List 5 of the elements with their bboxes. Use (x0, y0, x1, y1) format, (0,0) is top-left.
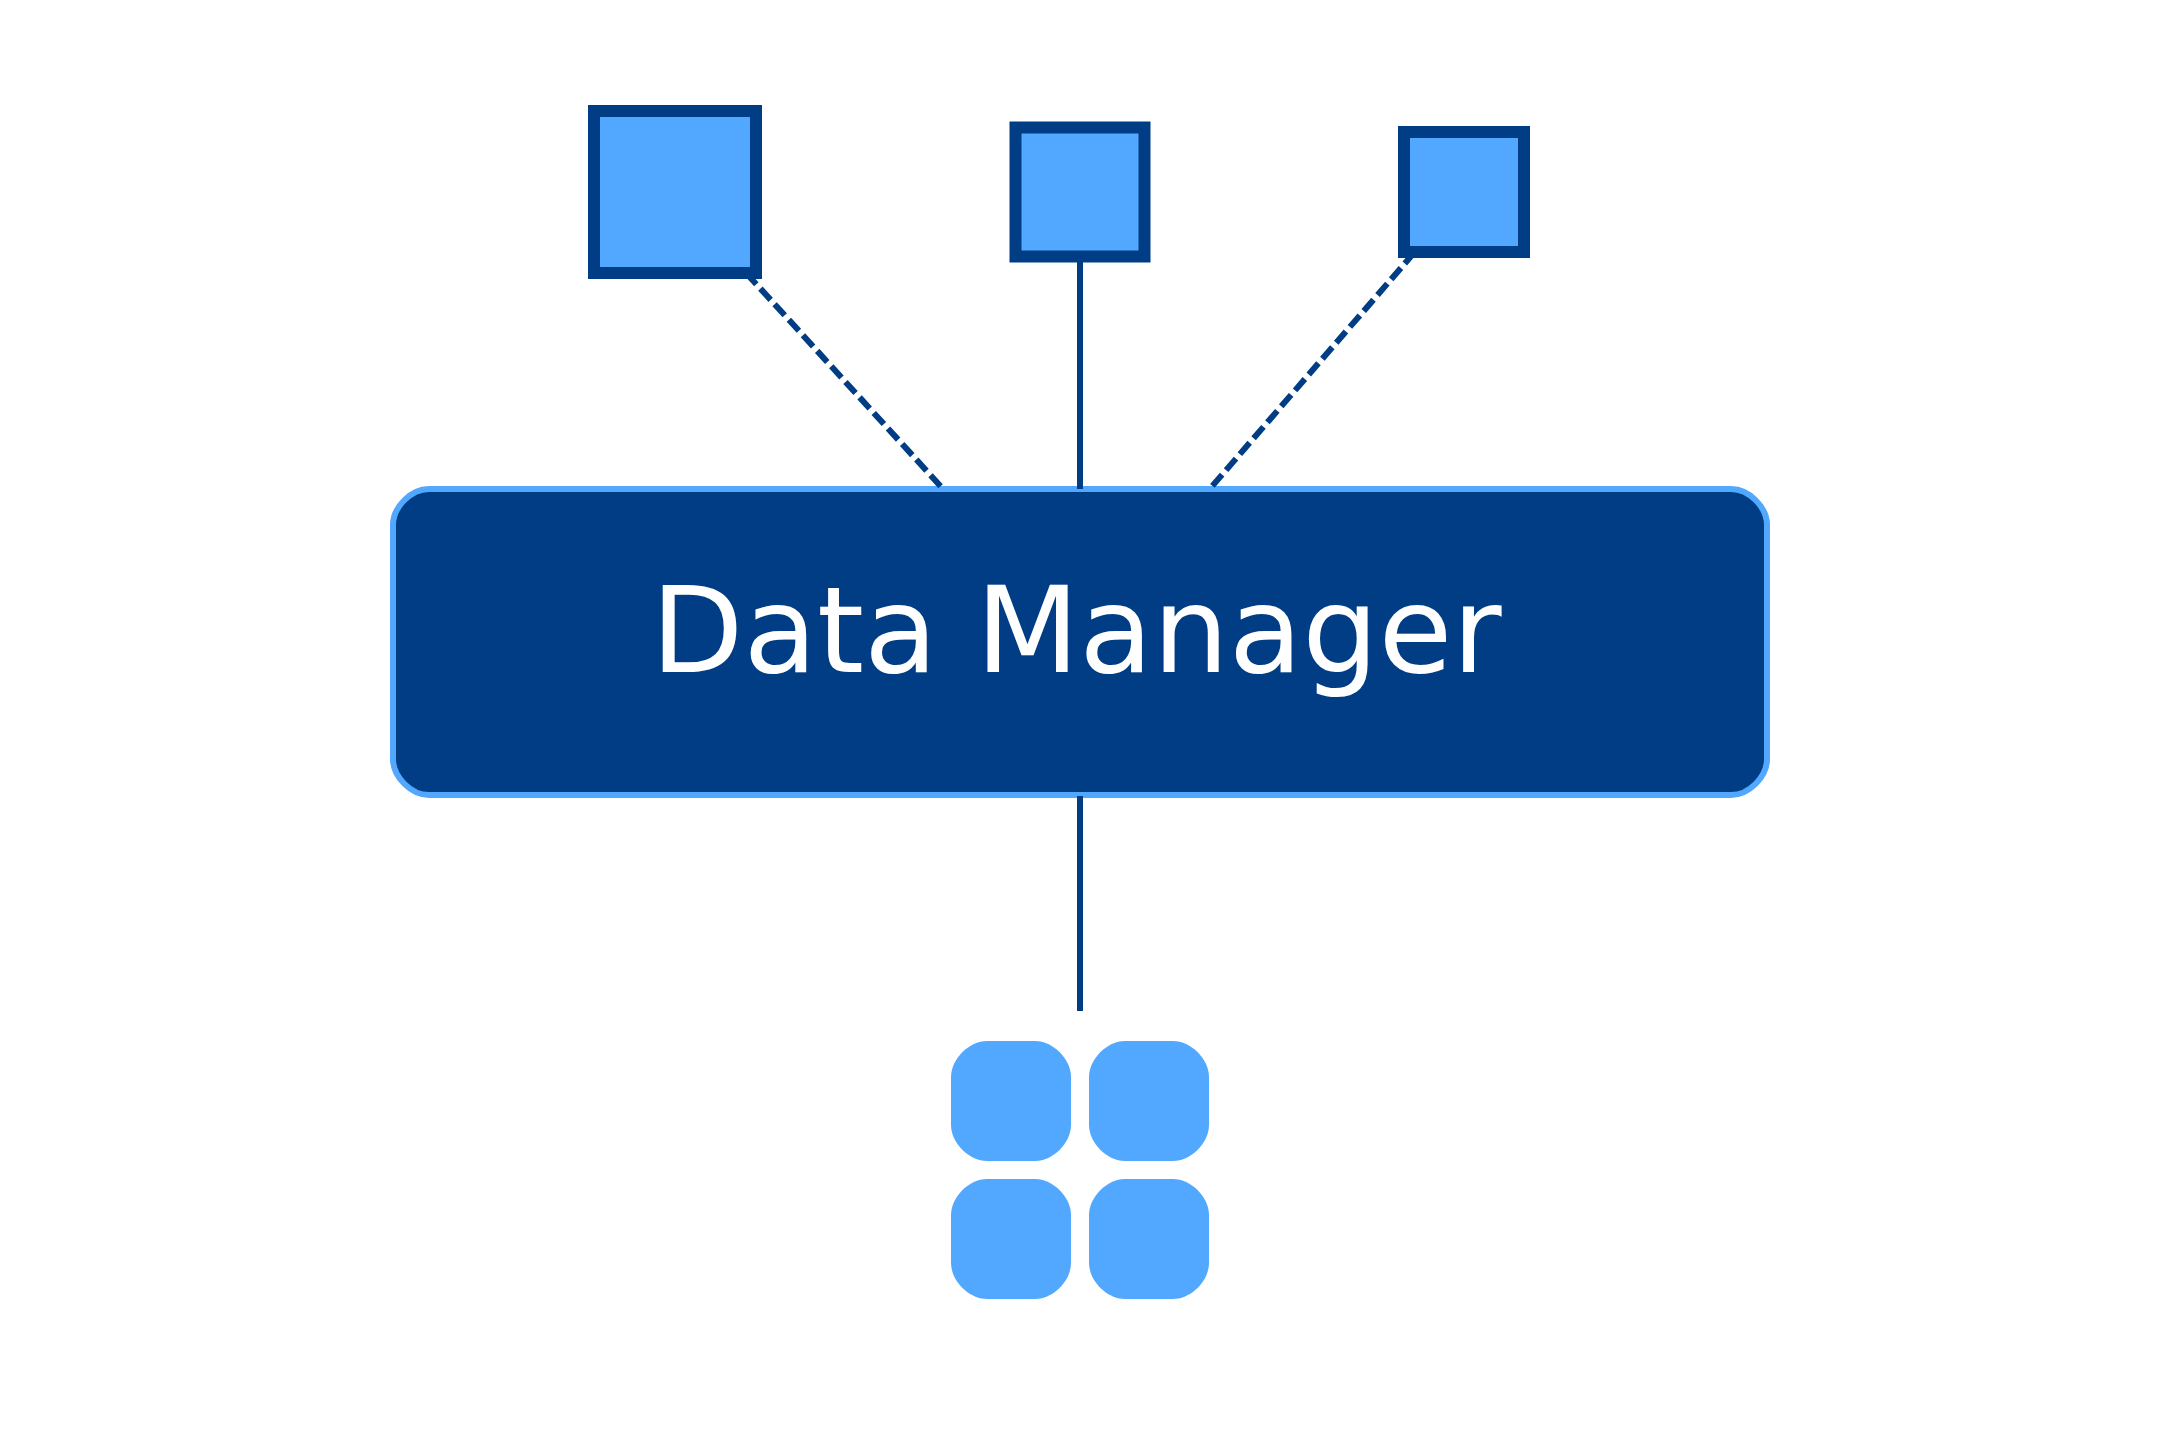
node-box (1009, 121, 1151, 263)
node-box (588, 105, 762, 279)
node-box: Data Manager (390, 486, 1770, 798)
connector (1077, 796, 1083, 1011)
node-box (1398, 126, 1530, 258)
